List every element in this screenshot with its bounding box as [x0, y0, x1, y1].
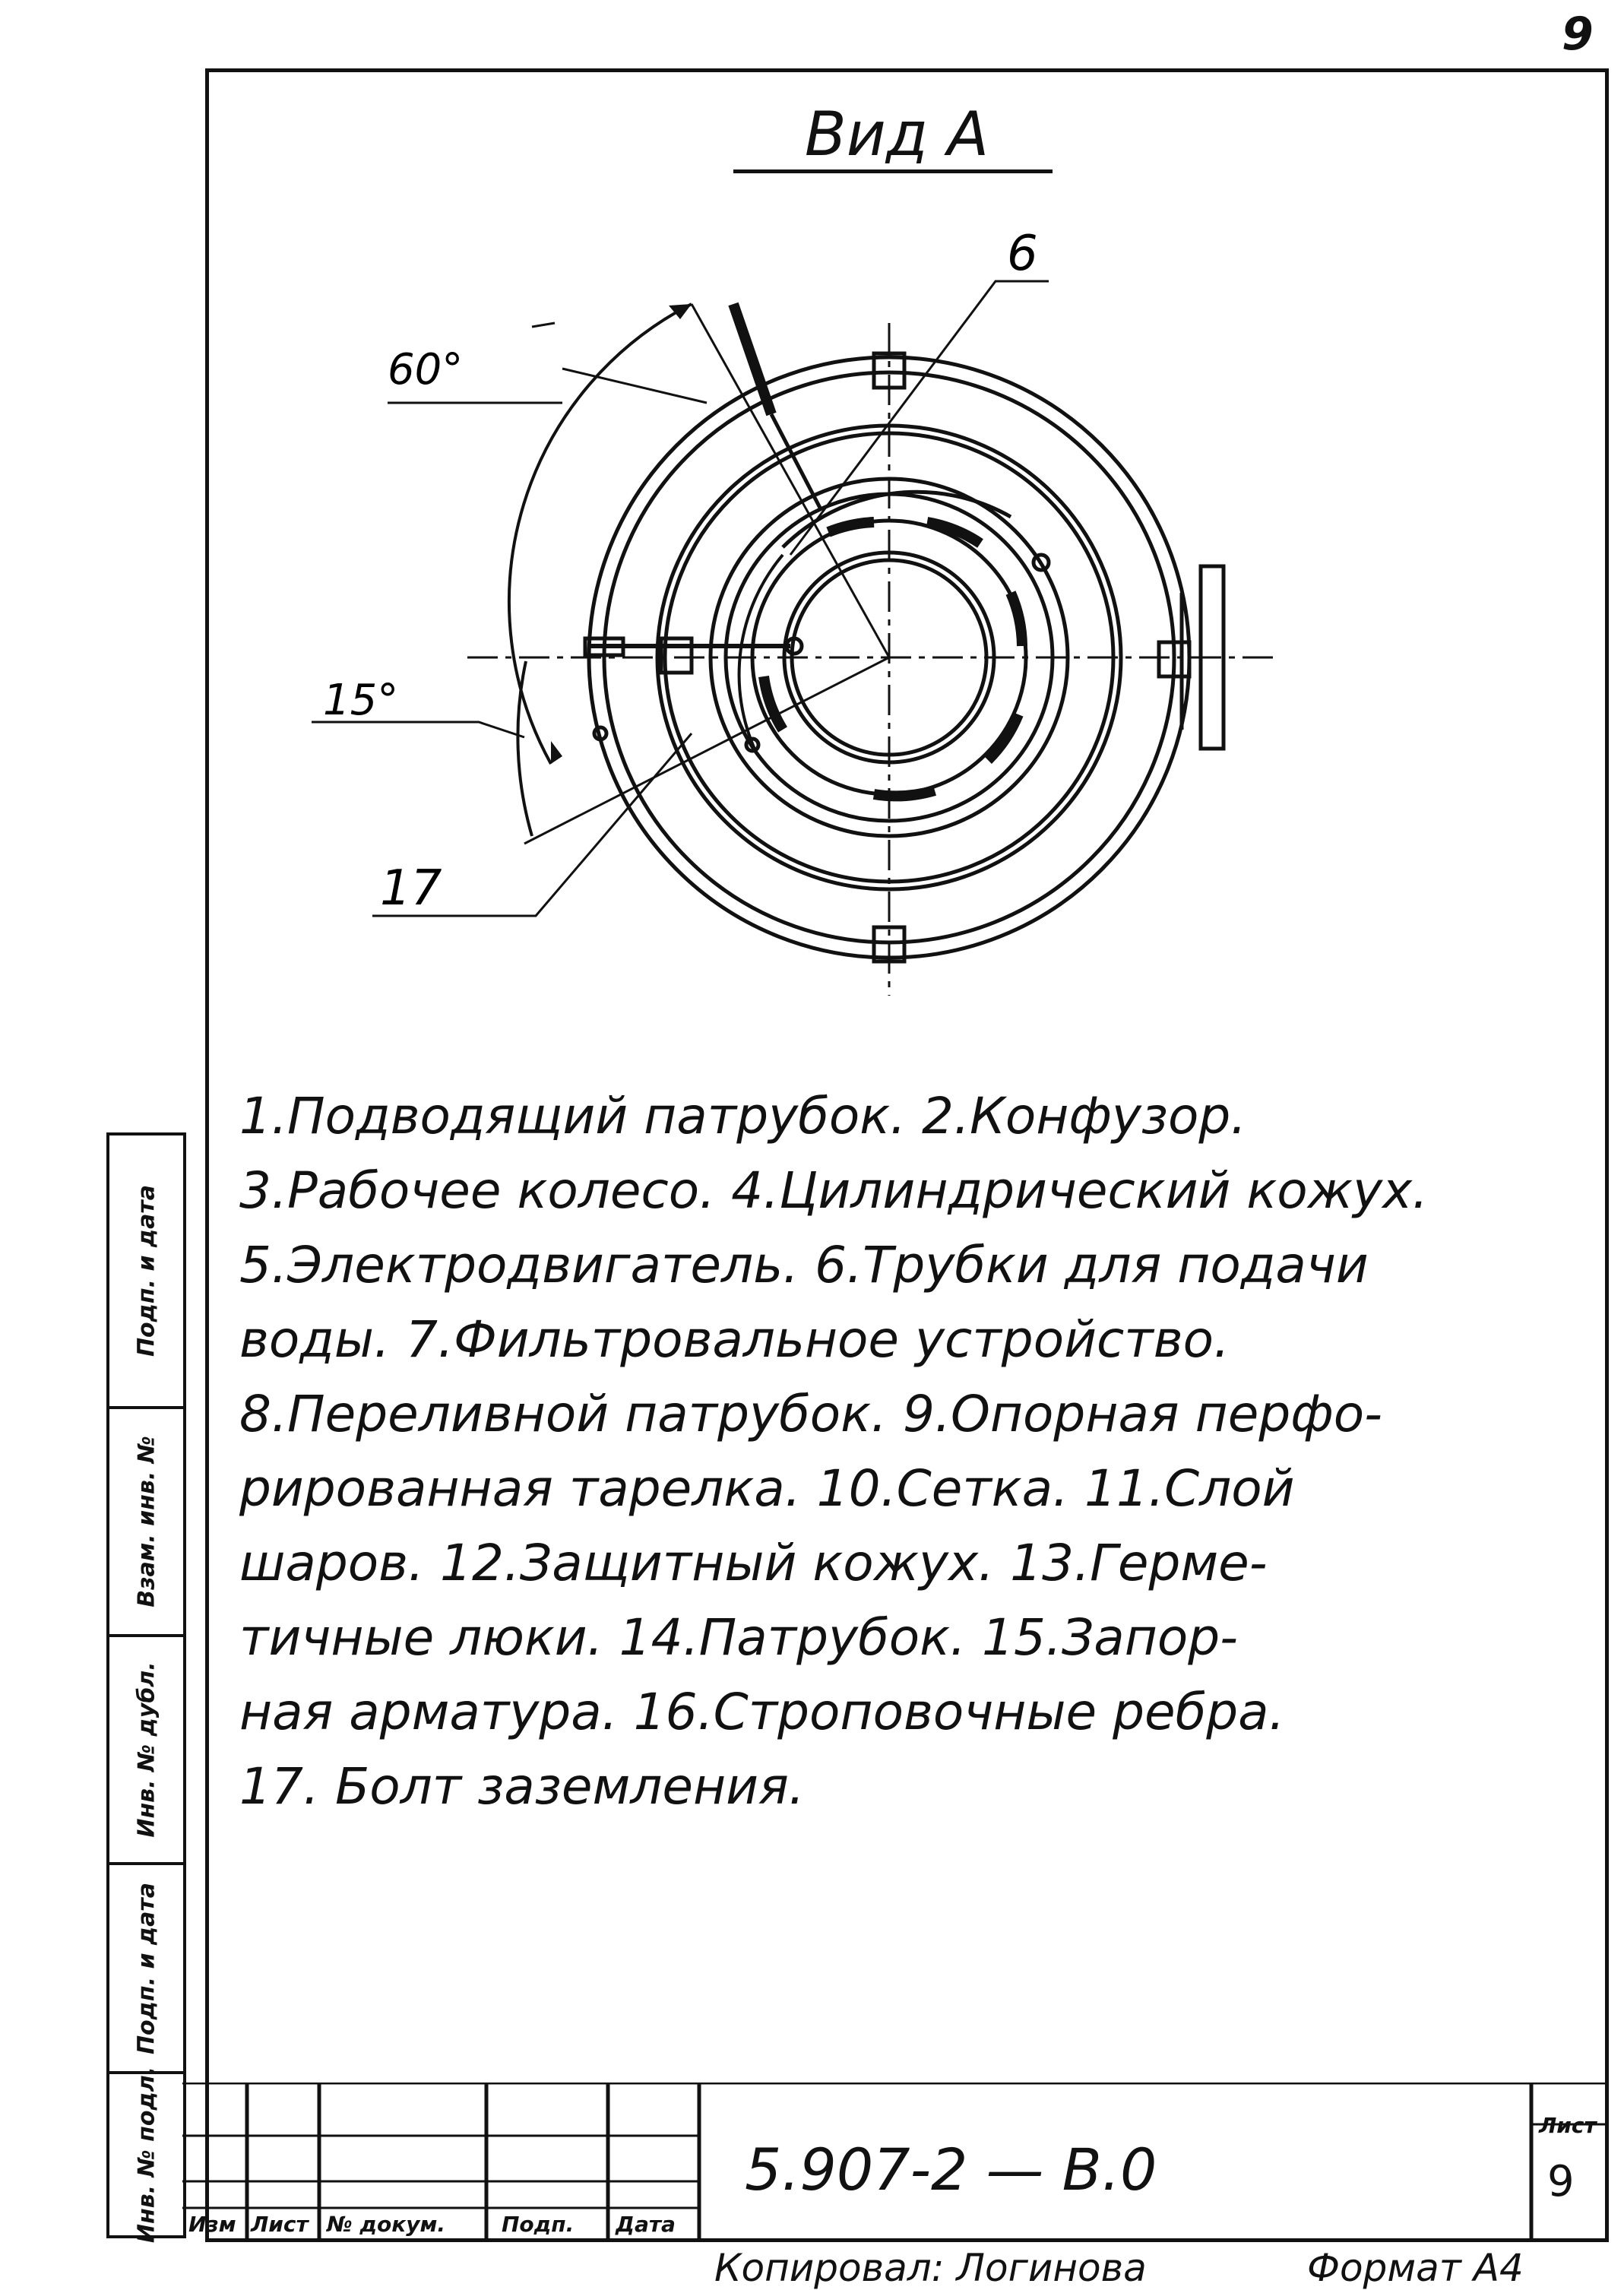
slot [1005, 591, 1027, 647]
title-block-col-label: Изм [188, 2212, 236, 2237]
angle-arc-60 [507, 302, 692, 765]
callout-60: 60° [388, 345, 463, 394]
title-block-col-label: Дата [616, 2212, 676, 2237]
side-stamp-cell: Подп. и дата [109, 1865, 183, 2074]
angle-ray [690, 303, 891, 658]
legend-line: ная арматура. 16.Строповочные ребра. [239, 1683, 1285, 1741]
slot [926, 517, 983, 548]
slot [983, 712, 1024, 764]
legend-line: тичные люки. 14.Патрубок. 15.Запор- [239, 1608, 1238, 1667]
view-title: Вид A [804, 99, 989, 169]
title-block-col-label: № докум. [327, 2212, 446, 2237]
page-number: 9 [1562, 8, 1594, 61]
side-stamp-cell: Подп. и дата [109, 1135, 183, 1409]
hatch-bottom [872, 925, 907, 964]
legend-line: 3.Рабочее колесо. 4.Цилиндрический кожух… [239, 1161, 1429, 1220]
legend-line: 17. Болт заземления. [239, 1757, 805, 1816]
leader-60 [531, 321, 556, 328]
inlet-pipe [782, 550, 996, 765]
filter-ring [708, 477, 1070, 838]
drawing-frame [205, 68, 1609, 2242]
angle-ray [524, 656, 890, 845]
outer-shell-inner [602, 370, 1176, 945]
leader-17 [372, 733, 693, 917]
side-stamp: Подп. и дата Взам. инв. № Инв. № дубл. П… [106, 1132, 186, 2244]
protective-casing [655, 423, 1123, 892]
legend-line: 8.Переливной патрубок. 9.Опорная перфо- [239, 1385, 1382, 1443]
sheet-label: Лист [1539, 2113, 1597, 2138]
flange [1198, 564, 1226, 751]
title-block-col-label: Подп. [502, 2212, 575, 2237]
technical-drawing: 60° 15° 6 17 [312, 226, 1281, 996]
callout-15: 15° [323, 676, 398, 725]
leader-6 [789, 280, 1049, 556]
leader-60-line [562, 367, 708, 404]
protective-casing-inner [663, 431, 1116, 884]
hatch-left [659, 636, 694, 675]
side-stamp-cell: Инв. № дубл. [109, 1637, 183, 1865]
slot [826, 517, 875, 537]
angle-arc-15 [516, 660, 533, 837]
format-note: Формат А4 [1307, 2246, 1524, 2290]
copied-by-note: Копировал: Логинова [714, 2246, 1147, 2290]
feed-pipe-arc [781, 489, 1012, 549]
slot [758, 675, 788, 733]
leader-15 [312, 721, 525, 739]
sheet-number: 9 [1547, 2157, 1575, 2206]
legend: 1.Подводящий патрубок. 2.Конфузор. 3.Раб… [239, 1079, 1592, 1824]
legend-line: 1.Подводящий патрубок. 2.Конфузор. [239, 1087, 1247, 1145]
callout-17: 17 [380, 860, 442, 917]
legend-line: рированная тарелка. 10.Сетка. 11.Слой [239, 1459, 1295, 1518]
legend-line: шаров. 12.Защитный кожух. 13.Герме- [239, 1534, 1268, 1592]
slot [872, 785, 936, 802]
inlet-pipe-inner [790, 558, 989, 757]
legend-line: 5.Электродвигатель. 6.Трубки для подачи [239, 1236, 1369, 1294]
hatch-right [1157, 640, 1192, 679]
feed-pipe [728, 302, 777, 417]
side-stamp-cell: Взам. инв. № [109, 1409, 183, 1637]
callout-6: 6 [1007, 226, 1038, 282]
legend-line: воды. 7.Фильтровальное устройство. [239, 1310, 1230, 1369]
hatch-top [872, 351, 907, 390]
side-stamp-cell: Инв. № подл. [133, 2066, 160, 2244]
title-block-col-label: Лист [251, 2212, 309, 2237]
document-code: 5.907-2 — В.0 [745, 2136, 1157, 2203]
view-title-underline [733, 169, 1053, 173]
title-block [182, 2083, 1609, 2242]
